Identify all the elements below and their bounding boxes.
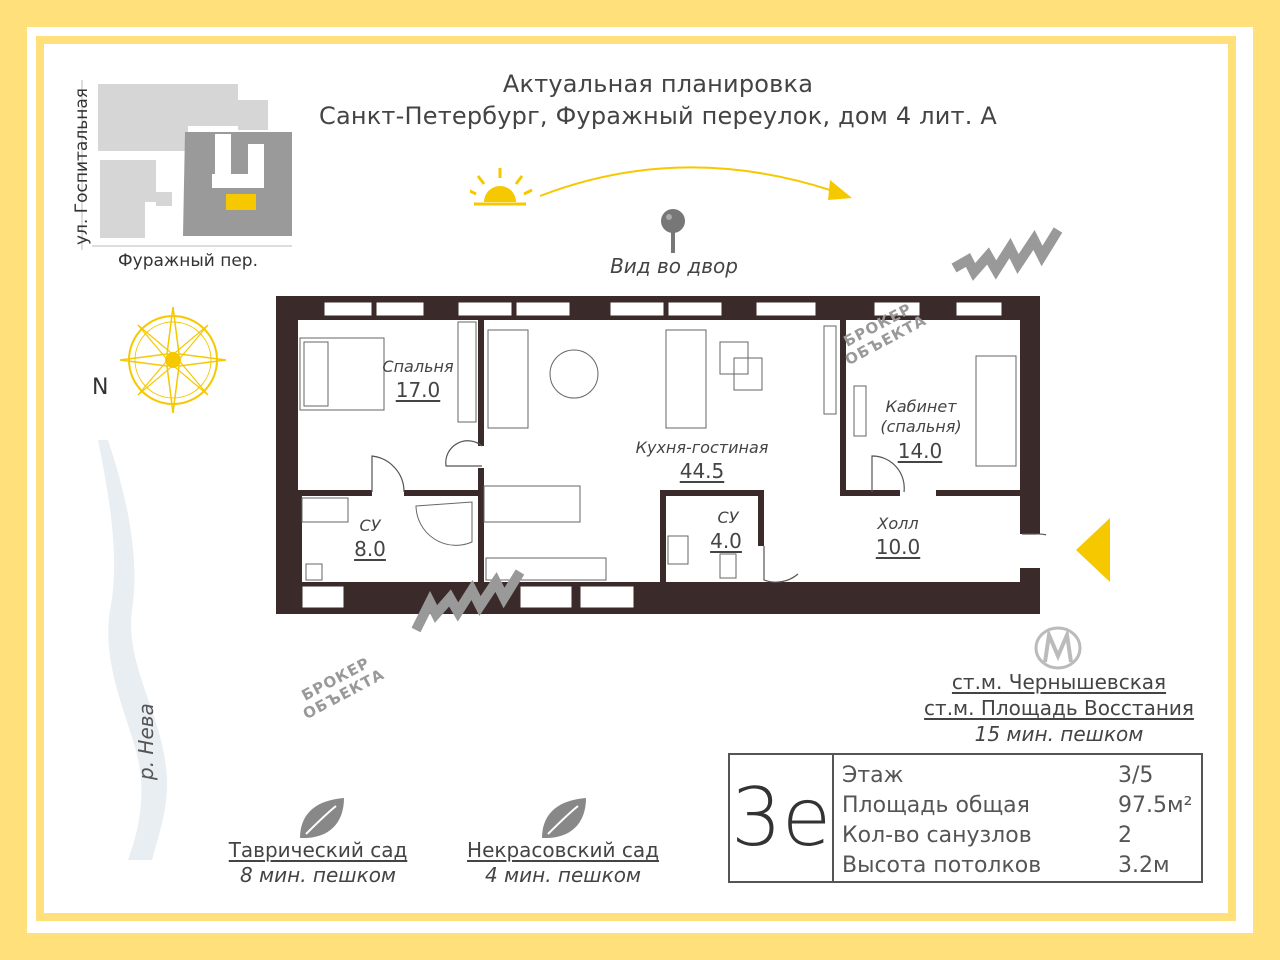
street-vertical-label: ул. Госпитальная: [72, 88, 92, 245]
apartment-info-box: 3е Этаж 3/5 Площадь общая 97.5м² Кол-во …: [728, 753, 1203, 883]
metro-walk-time: 15 мин. пешком: [974, 722, 1144, 746]
sun-path: [470, 166, 852, 206]
room-name-bedroom: Спальня: [382, 357, 454, 376]
view-label: Вид во двор: [610, 254, 738, 278]
room-area-bathroom-1: 8.0: [354, 537, 386, 561]
page-title: Актуальная планировка: [502, 70, 814, 98]
info-label-bathrooms: Кол-во санузлов: [842, 823, 1032, 848]
address-title: Санкт-Петербург, Фуражный переулок, дом …: [318, 102, 998, 130]
leaf-icon: [300, 798, 344, 838]
location-map: [81, 80, 292, 250]
info-label-ceiling: Высота потолков: [842, 853, 1042, 878]
info-value-ceiling: 3.2м: [1118, 853, 1170, 878]
room-area-bedroom: 17.0: [395, 378, 441, 402]
metro-icon: [1034, 626, 1082, 670]
park-2-walk-time: 4 мин. пешком: [484, 863, 642, 887]
inner-border: [36, 36, 1236, 921]
info-value-area: 97.5м²: [1118, 793, 1193, 818]
compass-icon: [119, 306, 227, 414]
room-name-study-alt: (спальня): [880, 417, 962, 436]
info-label-area: Площадь общая: [842, 793, 1030, 818]
room-area-hall: 10.0: [875, 535, 921, 559]
room-name-bathroom-1: СУ: [359, 516, 381, 535]
compass-north-label: N: [92, 375, 109, 400]
room-area-bathroom-2: 4.0: [710, 529, 742, 553]
leaf-icon: [542, 798, 586, 838]
broker-logo-icon: [951, 227, 1063, 281]
room-name-bathroom-2: СУ: [717, 508, 739, 527]
park-1-link[interactable]: Таврический сад: [228, 838, 408, 862]
info-value-bathrooms: 2: [1118, 823, 1132, 848]
sun-icon: [470, 168, 533, 206]
metro-station-1-link[interactable]: ст.м. Чернышевская: [951, 670, 1167, 694]
room-name-study: Кабинет: [885, 397, 957, 416]
info-value-floor: 3/5: [1118, 763, 1154, 788]
river-shape: [98, 440, 168, 860]
park-1-walk-time: 8 мин. пешком: [239, 863, 397, 887]
floor-plan: [276, 296, 1046, 614]
broker-logo-icon: [411, 569, 525, 633]
room-area-kitchen-living: 44.5: [679, 459, 725, 483]
metro-station-2-link[interactable]: ст.м. Площадь Восстания: [924, 696, 1194, 720]
park-2-link[interactable]: Некрасовский сад: [467, 838, 659, 862]
street-horizontal-label: Фуражный пер.: [118, 251, 258, 271]
entrance-arrow-icon: [1076, 518, 1110, 582]
room-area-study: 14.0: [897, 439, 943, 463]
apartment-code: 3е: [730, 755, 834, 881]
room-name-kitchen-living: Кухня-гостиная: [635, 438, 769, 457]
info-label-floor: Этаж: [842, 763, 904, 788]
room-name-hall: Холл: [877, 514, 919, 533]
river-label: р. Нева: [134, 703, 158, 780]
location-pin-icon: [661, 209, 685, 253]
